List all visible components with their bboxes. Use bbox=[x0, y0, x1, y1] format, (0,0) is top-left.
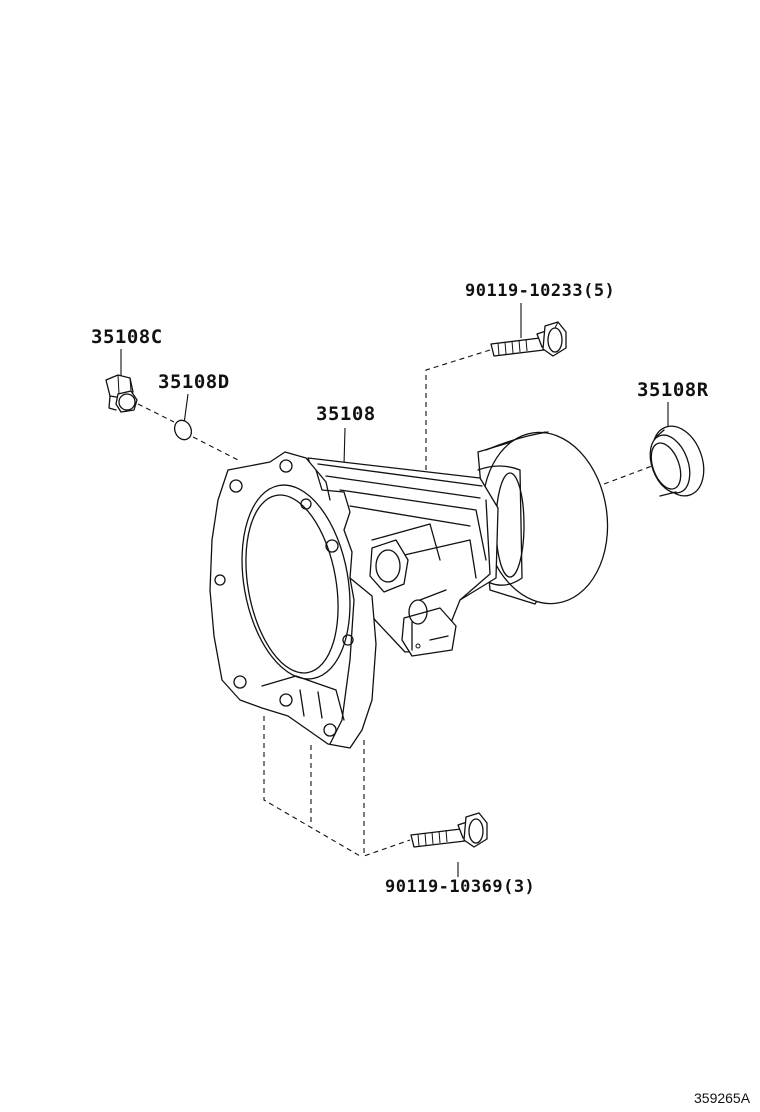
label-drain-plug: 35108C bbox=[91, 326, 163, 348]
extension-housing-icon bbox=[209, 431, 609, 749]
bolt-upper-icon bbox=[490, 321, 567, 357]
bolt-lower-icon bbox=[410, 812, 488, 848]
assembly-dashed-lines bbox=[137, 349, 653, 857]
oil-seal-icon bbox=[649, 425, 705, 497]
label-gasket: 35108D bbox=[158, 371, 230, 393]
label-oil-seal: 35108R bbox=[637, 379, 709, 401]
label-extension-housing: 35108 bbox=[316, 403, 376, 425]
leader-lines bbox=[120, 303, 669, 877]
label-bolt-upper: 90119-10233(5) bbox=[465, 281, 615, 301]
gasket-ring-icon bbox=[173, 419, 193, 441]
drain-plug-icon bbox=[105, 374, 138, 413]
figure-id: 359265A bbox=[694, 1090, 751, 1106]
label-bolt-lower: 90119-10369(3) bbox=[385, 877, 535, 897]
